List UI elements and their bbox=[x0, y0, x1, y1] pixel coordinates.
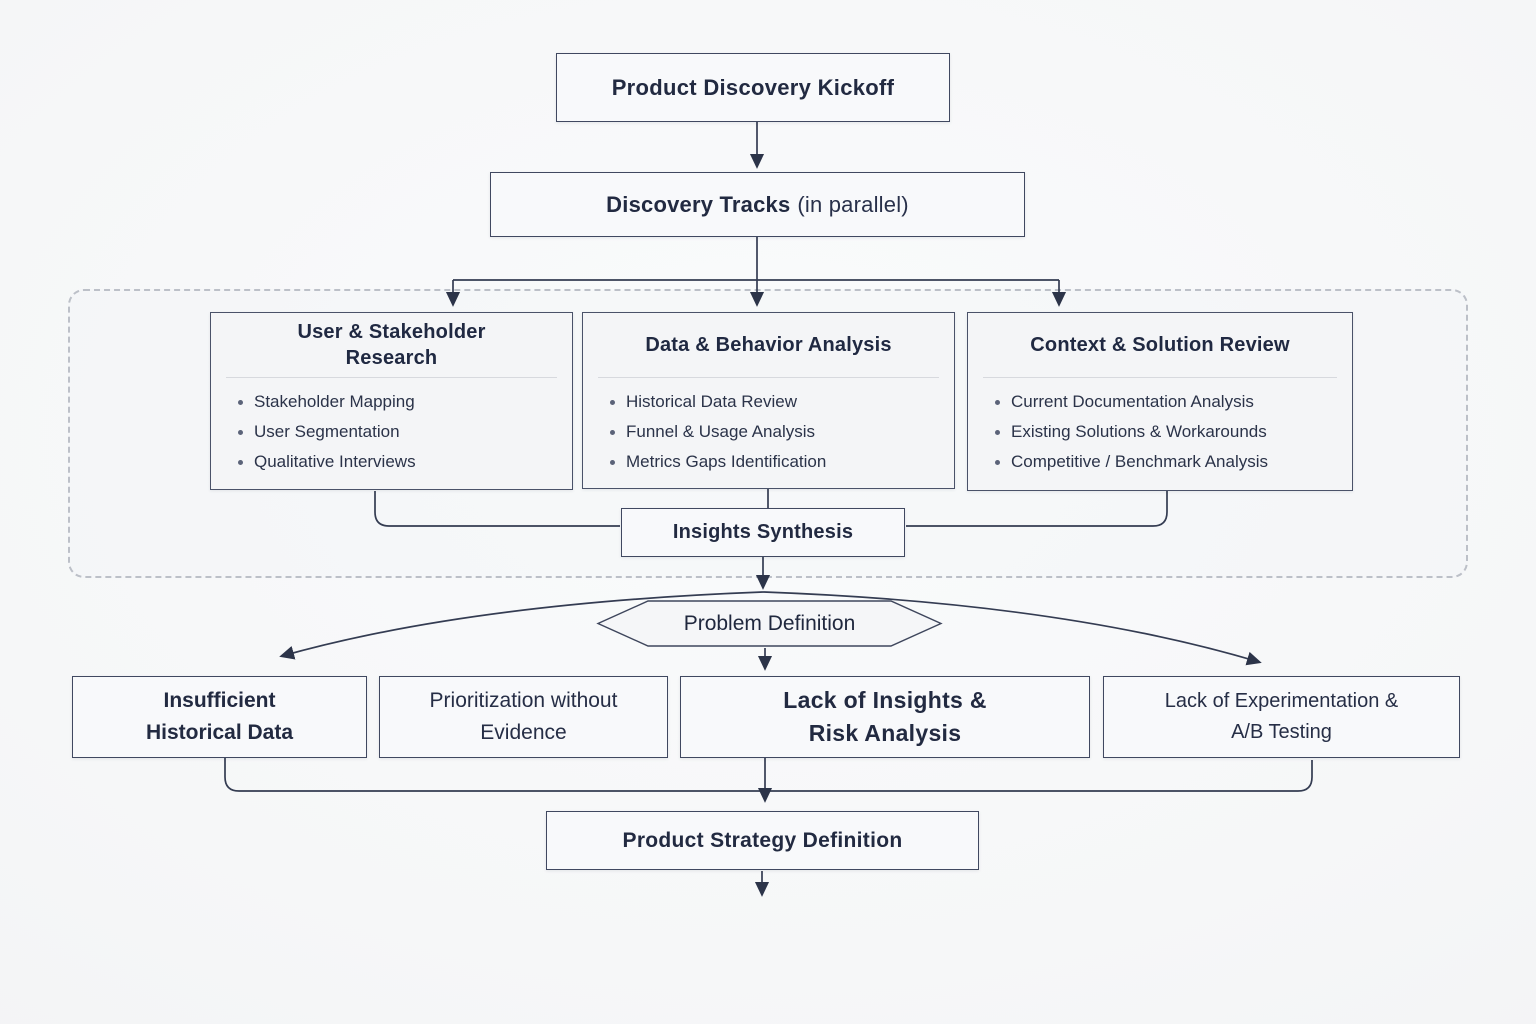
line-problems-bus bbox=[224, 758, 1313, 792]
problem-definition-label: Problem Definition bbox=[683, 611, 856, 635]
bullet-dot bbox=[995, 429, 1000, 435]
node-discovery-tracks: Discovery Tracks (in parallel) bbox=[490, 172, 1025, 237]
node-product-discovery-kickoff: Product Discovery Kickoff bbox=[556, 53, 950, 122]
track-title: Context & Solution Review bbox=[1030, 334, 1290, 356]
discovery-tracks-suffix: (in parallel) bbox=[797, 191, 909, 217]
node-insufficient-historical-data: Insufficient Historical Data bbox=[72, 676, 367, 758]
bullet-dot bbox=[238, 459, 243, 465]
bullet-dot bbox=[238, 429, 243, 435]
node-lack-of-insights-risk-analysis: Lack of Insights & Risk Analysis bbox=[680, 676, 1090, 758]
bullet-item: User Segmentation bbox=[238, 417, 566, 447]
bullet-item: Current Documentation Analysis bbox=[995, 387, 1346, 417]
line-track1-to-synthesis bbox=[374, 491, 620, 527]
bullet-dot bbox=[238, 399, 243, 405]
kickoff-label: Product Discovery Kickoff bbox=[611, 74, 895, 100]
bullet-dot bbox=[610, 429, 615, 435]
bullet-dot bbox=[610, 399, 615, 405]
strategy-label: Product Strategy Definition bbox=[622, 828, 903, 852]
bullet-item: Existing Solutions & Workarounds bbox=[995, 417, 1346, 447]
hexagon-shape bbox=[596, 600, 943, 647]
bullet-item: Metrics Gaps Identification bbox=[610, 447, 948, 477]
node-product-strategy-definition: Product Strategy Definition bbox=[546, 811, 979, 870]
synthesis-label: Insights Synthesis bbox=[672, 521, 854, 543]
track-item-list: Stakeholder Mapping User Segmentation Qu… bbox=[211, 387, 572, 477]
node-prioritization-without-evidence: Prioritization without Evidence bbox=[379, 676, 668, 758]
discovery-tracks-label: Discovery Tracks bbox=[606, 191, 791, 217]
track-divider bbox=[598, 377, 939, 378]
bullet-item: Funnel & Usage Analysis bbox=[610, 417, 948, 447]
node-track-context-solution-review: Context & Solution Review Current Docume… bbox=[967, 312, 1353, 491]
bullet-item: Historical Data Review bbox=[610, 387, 948, 417]
node-insights-synthesis: Insights Synthesis bbox=[621, 508, 905, 557]
track-item-list: Historical Data Review Funnel & Usage An… bbox=[583, 387, 954, 477]
bullet-dot bbox=[995, 459, 1000, 465]
node-track-data-behavior-analysis: Data & Behavior Analysis Historical Data… bbox=[582, 312, 955, 489]
arrow-fan-right bbox=[763, 591, 1262, 666]
bullet-item: Qualitative Interviews bbox=[238, 447, 566, 477]
track-item-list: Current Documentation Analysis Existing … bbox=[968, 387, 1352, 477]
line-track3-to-synthesis bbox=[906, 491, 1168, 527]
node-problem-definition: Problem Definition bbox=[596, 600, 943, 647]
bullet-item: Stakeholder Mapping bbox=[238, 387, 566, 417]
track-title: Data & Behavior Analysis bbox=[645, 334, 892, 356]
node-track-user-stakeholder-research: User & Stakeholder Research Stakeholder … bbox=[210, 312, 573, 490]
arrow-fan-left bbox=[279, 591, 765, 660]
track-divider bbox=[983, 377, 1337, 378]
bullet-dot bbox=[610, 459, 615, 465]
node-lack-of-experimentation-ab-testing: Lack of Experimentation & A/B Testing bbox=[1103, 676, 1460, 758]
bullet-item: Competitive / Benchmark Analysis bbox=[995, 447, 1346, 477]
track-title: User & Stakeholder Research bbox=[297, 321, 486, 369]
bullet-dot bbox=[995, 399, 1000, 405]
track-divider bbox=[226, 377, 557, 378]
